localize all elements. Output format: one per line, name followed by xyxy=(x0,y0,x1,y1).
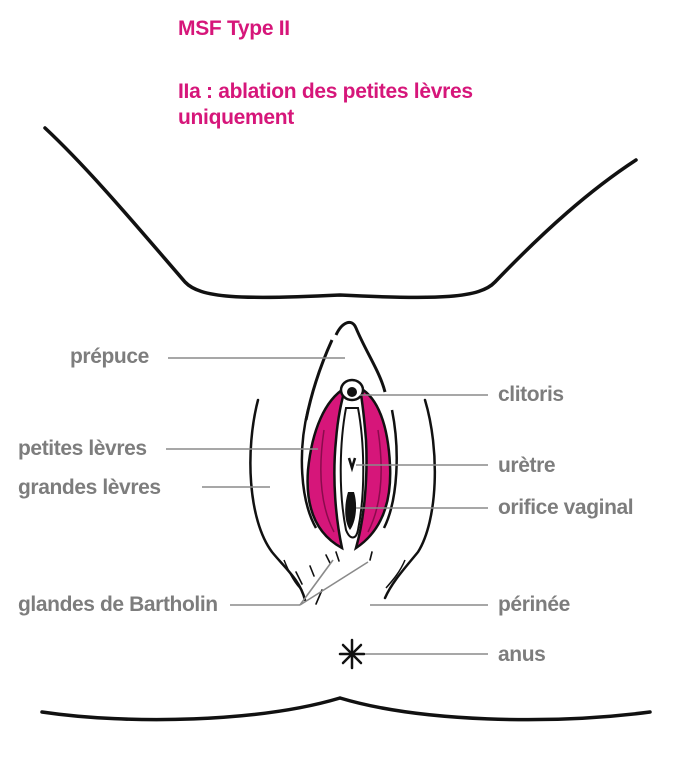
urethra-mark xyxy=(347,457,357,473)
diagram-subtitle-line-2: uniquement xyxy=(178,106,294,129)
leader-bartholin-a xyxy=(299,559,334,606)
right-labia-majora xyxy=(383,398,437,600)
prepuce-outline xyxy=(334,320,387,393)
label-prepuce: prépuce xyxy=(70,345,149,368)
vaginal-orifice xyxy=(345,492,357,530)
label-glandes-bartholin: glandes de Bartholin xyxy=(18,593,218,616)
label-grandes-levres: grandes lèvres xyxy=(18,476,161,499)
diagram-title: MSF Type II xyxy=(178,17,290,40)
label-perinee: périnée xyxy=(498,593,570,616)
label-clitoris: clitoris xyxy=(498,383,564,406)
left-labia-majora xyxy=(249,398,307,602)
anus-shape xyxy=(338,638,366,670)
label-anus: anus xyxy=(498,643,546,666)
label-uretre: urètre xyxy=(498,454,556,477)
diagram-subtitle-line-1: IIa : ablation des petites lèvres xyxy=(178,80,473,103)
label-petites-levres: petites lèvres xyxy=(18,437,147,460)
upper-body-contour xyxy=(43,126,638,300)
lower-body-contour xyxy=(40,696,652,722)
leader-bartholin-b xyxy=(299,561,369,606)
left-labia-minora xyxy=(306,385,347,551)
label-orifice-vaginal: orifice vaginal xyxy=(498,496,634,519)
